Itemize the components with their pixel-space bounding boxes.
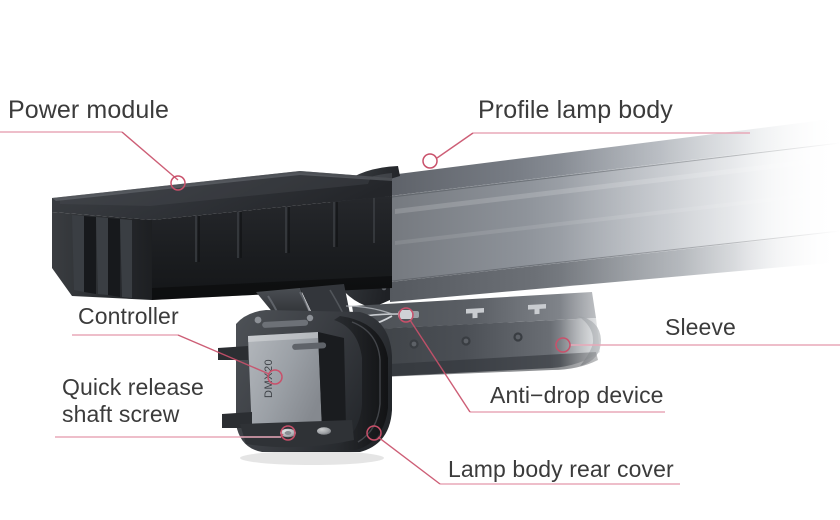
callout-label-anti-drop-device: Anti−drop device (490, 382, 664, 408)
callout-label-sleeve: Sleeve (665, 314, 736, 340)
callout-label-lamp-body-rear-cover: Lamp body rear cover (448, 456, 674, 482)
profile-lamp-body-art (390, 100, 840, 320)
callout-label-profile-lamp-body: Profile lamp body (478, 96, 673, 124)
power-module-art (52, 171, 392, 300)
callout-label-quick-release-shaft-screw: Quick release shaft screw (62, 374, 204, 428)
callout-label-controller: Controller (78, 303, 179, 329)
controller-marking: DMX20 (263, 359, 275, 398)
callout-label-power-module: Power module (8, 96, 170, 124)
controller-art: DMX20 (218, 310, 392, 465)
